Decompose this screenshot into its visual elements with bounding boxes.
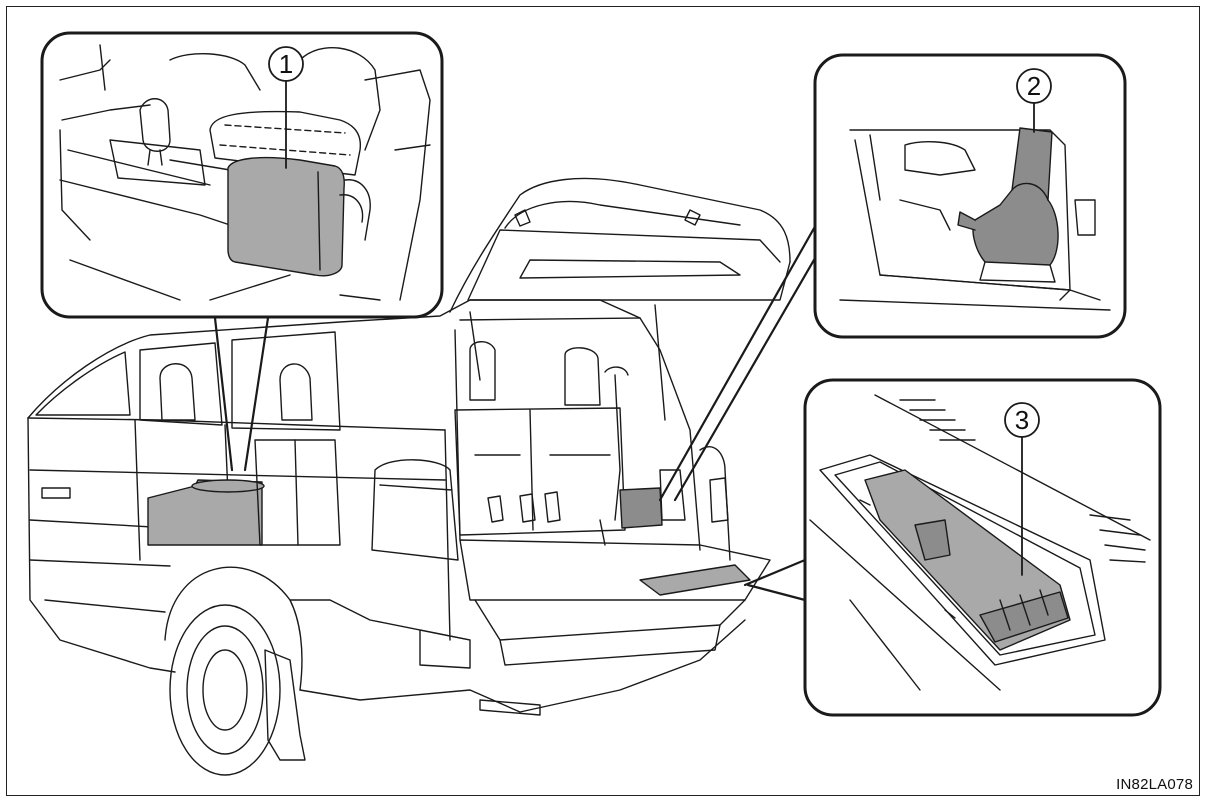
callout-circles (268, 46, 1052, 576)
side-panel-highlight (619, 487, 663, 529)
callout-1-label: 1 (279, 49, 293, 79)
inset-3-tools (803, 378, 1162, 717)
figure-frame (6, 6, 1200, 796)
floor-cover-highlight (639, 564, 751, 596)
figure-code: IN82LA078 (1116, 776, 1193, 793)
leader-lines (213, 198, 842, 602)
console-box-shape (227, 156, 345, 277)
callout-3-label: 3 (1015, 405, 1029, 435)
highlight-areas (147, 363, 751, 596)
inset-2-jack (813, 53, 1127, 339)
callout-2-label: 2 (1027, 71, 1041, 101)
inset-1-console (40, 31, 444, 319)
